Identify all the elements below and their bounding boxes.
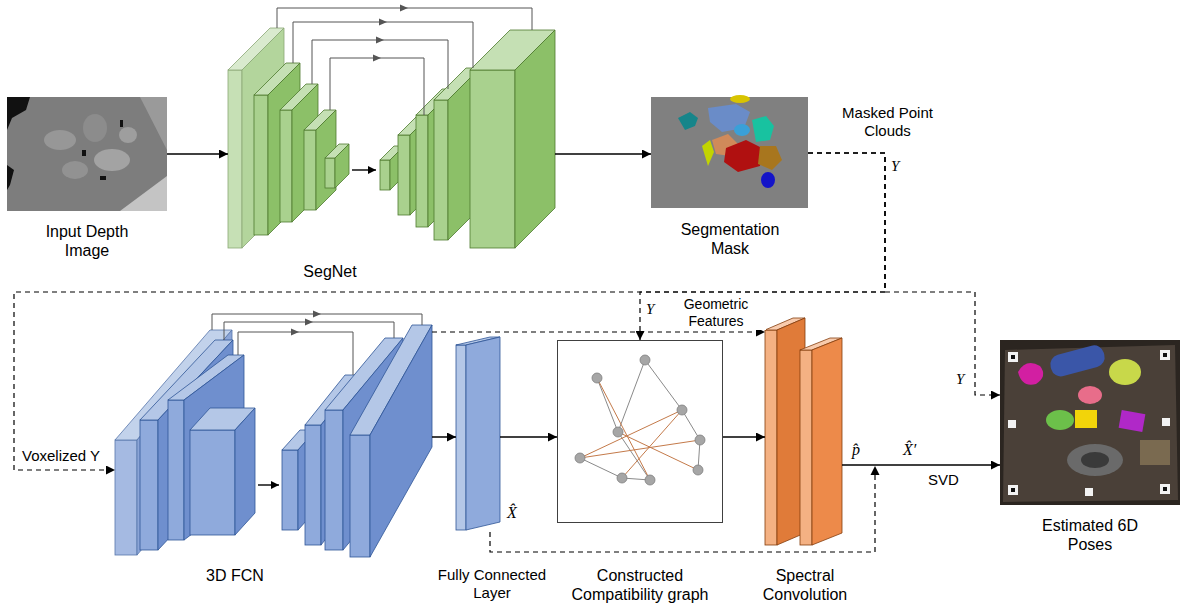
symbol-label: Y xyxy=(956,370,964,388)
edge-label-holder: SVD xyxy=(928,471,959,489)
shape-area xyxy=(115,314,432,557)
diagram-node: SegNet xyxy=(228,5,555,284)
fcn-network xyxy=(115,311,432,558)
label-holder: Voxelized Y xyxy=(22,447,100,465)
connector xyxy=(640,153,885,340)
label-holder: Y xyxy=(956,370,964,388)
spectral-convolution-slabs xyxy=(765,318,842,545)
pose-result-photo xyxy=(1000,340,1180,505)
caption-holder: SegNet xyxy=(290,262,370,281)
label-holder: X̂′ xyxy=(903,440,916,459)
caption-holder: Estimated 6D Poses xyxy=(1025,516,1155,554)
caption-holder: 3D FCN xyxy=(185,566,285,585)
symbol-label: Y xyxy=(646,300,654,318)
diagram-node: Constructed Compatibility graph xyxy=(557,340,723,607)
shape-area xyxy=(456,337,500,530)
connector xyxy=(432,436,456,438)
connector xyxy=(432,331,765,332)
diagram-node: Estimated 6D Poses xyxy=(1000,340,1180,557)
edge-label-holder: Geometric Features xyxy=(666,296,766,330)
node-caption: Spectral Convolution xyxy=(750,566,860,604)
symbol-label: Y xyxy=(891,157,899,175)
node-caption: Input Depth Image xyxy=(32,222,142,260)
connector xyxy=(808,153,1000,395)
diagram-node: 3D FCN xyxy=(115,314,432,588)
caption-holder: Constructed Compatibility graph xyxy=(560,566,720,604)
label-holder: p̂ xyxy=(852,440,860,459)
label-holder: Masked Point Clouds xyxy=(835,104,940,140)
connector xyxy=(14,153,885,470)
label-holder: X̂ xyxy=(507,503,517,522)
x-hat-feedback-wire xyxy=(490,466,880,552)
caption-holder: Fully Connected Layer xyxy=(433,566,551,602)
node-caption: SegNet xyxy=(290,262,370,281)
connector xyxy=(723,436,765,438)
connector xyxy=(842,464,1000,466)
fully-connected-slab xyxy=(456,337,500,530)
connector xyxy=(555,153,651,155)
diagram-node: Input Depth Image xyxy=(7,97,167,263)
shape-area xyxy=(228,5,555,248)
caption-holder: Spectral Convolution xyxy=(750,566,860,604)
text-label: Masked Point Clouds xyxy=(835,104,940,140)
symbol-label: X̂ xyxy=(507,503,517,522)
text-label: Voxelized Y xyxy=(22,447,100,465)
shape-area xyxy=(651,97,808,208)
connector xyxy=(167,153,228,155)
label-holder: Y xyxy=(646,300,654,318)
node-caption: 3D FCN xyxy=(185,566,285,585)
node-caption: Estimated 6D Poses xyxy=(1025,516,1155,554)
segmentation-mask-image xyxy=(651,95,808,208)
edge-label: Geometric Features xyxy=(666,296,766,330)
node-caption: Constructed Compatibility graph xyxy=(560,566,720,604)
shape-area xyxy=(1000,340,1180,505)
diagram-node: Segmentation Mask xyxy=(651,97,808,261)
graph-frame xyxy=(557,340,723,523)
edge-label: SVD xyxy=(928,471,959,489)
diagram-node: Spectral Convolution xyxy=(750,318,860,607)
depth-image xyxy=(7,97,167,211)
shape-area xyxy=(7,97,167,211)
segnet-network xyxy=(228,5,555,249)
connector xyxy=(500,436,557,438)
caption-holder: Input Depth Image xyxy=(32,222,142,260)
symbol-label: X̂′ xyxy=(903,440,916,459)
compatibility-graph-drawing xyxy=(575,355,705,485)
diagram-node: Fully Connected Layer xyxy=(433,337,551,604)
label-holder: Y xyxy=(891,157,899,175)
node-caption: Segmentation Mask xyxy=(670,220,790,258)
shape-area xyxy=(765,318,842,545)
node-caption: Fully Connected Layer xyxy=(433,566,551,602)
caption-holder: Segmentation Mask xyxy=(670,220,790,258)
symbol-label: p̂ xyxy=(852,440,860,459)
